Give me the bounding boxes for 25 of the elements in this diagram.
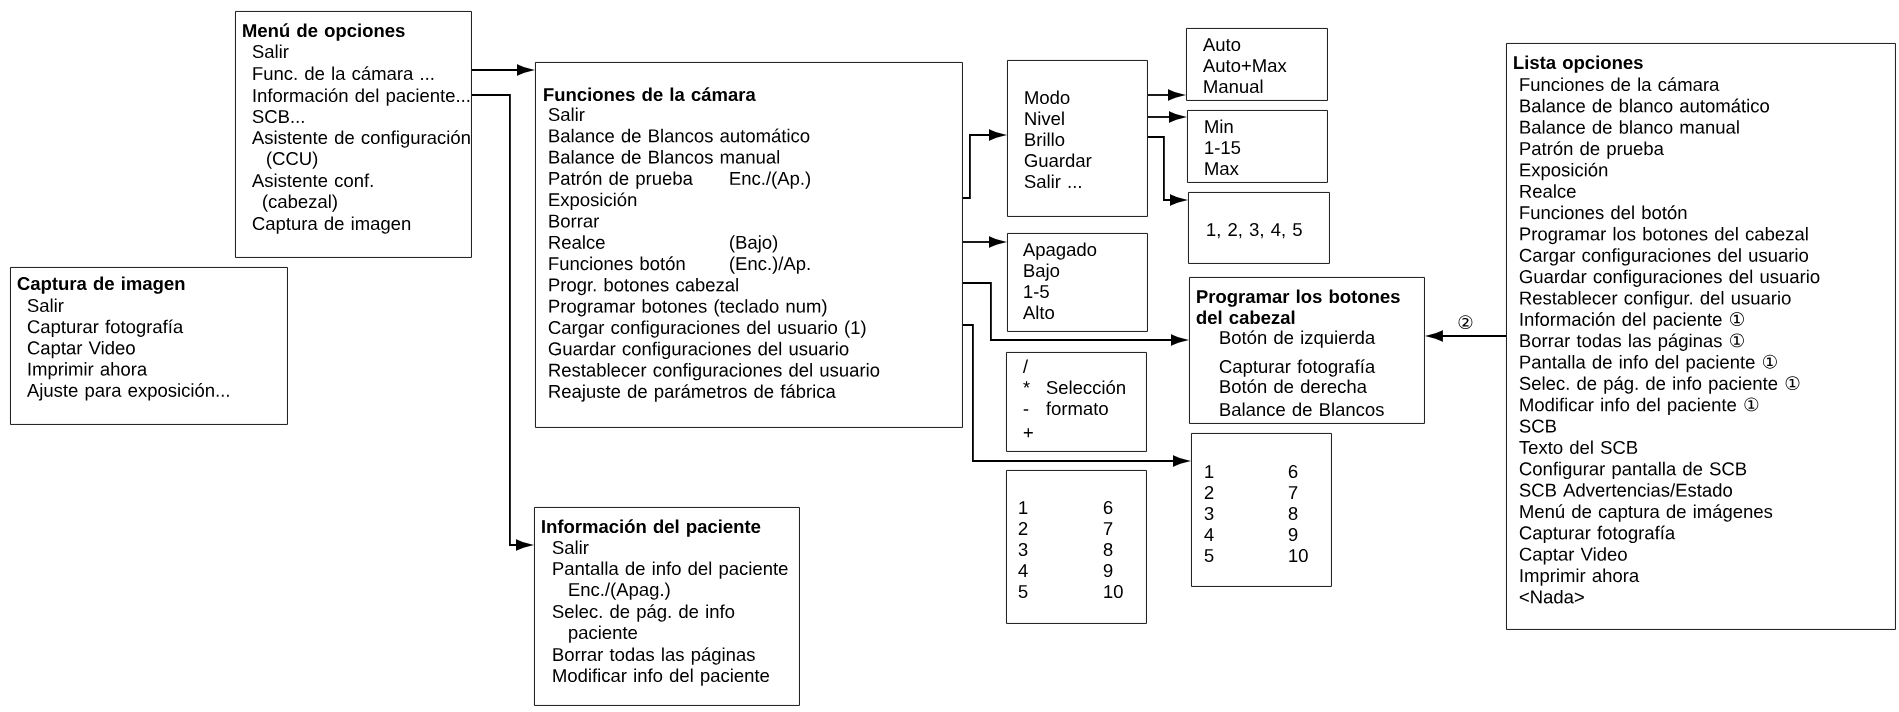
menu-box: Captura de imagen Salir Capturar fotografía Captar Video Imprimir ahora Ajuste para exposición... (10, 267, 288, 425)
arrow (471, 94, 531, 551)
menu-box: 1 6 2 7 3 8 4 9 5 10 (1191, 433, 1332, 587)
arrow (962, 129, 1004, 199)
menu-box: Información del paciente Salir Pantalla de info del paciente Enc./(Apag.) Selec. de pág. de info paciente Borrar todas las páginas Modificar info del paciente (534, 507, 800, 706)
arrow (1147, 136, 1185, 206)
arrow (1428, 330, 1507, 342)
menu-box: Programar los botones del cabezal Botón de izquierda Capturar fotografía Botón de derecha Balance de Blancos (1189, 277, 1425, 424)
menu-box: Funciones de la cámara Salir Balance de Blancos automático Balance de Blancos manual Patrón de prueba Enc./(Ap.) Exposición Borrar Realce (Bajo) Funciones botón (Enc.)/Ap. Progr. botones cabezal Programar botones (teclado num) Cargar configuraciones del usuario (1) Guardar configuraciones del usuario Restablecer configuraciones del usuario Reajuste de parámetros de fábrica (535, 62, 963, 428)
arrow (1147, 111, 1184, 123)
menu-box: 1, 2, 3, 4, 5 (1188, 192, 1330, 264)
menu-box: / * - Selección formato + (1006, 352, 1147, 452)
menu-box: Min 1-15 Max (1187, 110, 1328, 183)
menu-box: Lista opciones Funciones de la cámara Balance de blanco automático Balance de blanco manual Patrón de prueba Exposición Realce Funciones del botón Programar los botones del cabezal Cargar configuraciones del usuario Guardar configuraciones del usuario Restablecer configur. del usuario Información del paciente ① Borrar todas las páginas ① Pantalla de info del paciente ① Selec. de pág. de info paciente ① Modificar info del paciente ① SCB Texto del SCB Configurar pantalla de SCB SCB Advertencias/Estado Menú de captura de imágenes Capturar fotografía Captar Video Imprimir ahora <Nada> (1506, 43, 1896, 630)
menu-box: Modo Nivel Brillo Guardar Salir ... (1007, 60, 1148, 217)
menu-box: Menú de opciones Salir Func. de la cámara ... Información del paciente... SCB... Asistente de configuración (CCU) Asistente conf. (cabezal) Captura de imagen (235, 11, 472, 258)
edge-label: ② (1456, 314, 1475, 331)
arrow (962, 324, 1188, 467)
menu-box: Auto Auto+Max Manual (1186, 28, 1328, 101)
menu-box: 1 6 2 7 3 8 4 9 5 10 (1006, 470, 1147, 624)
menu-box: Apagado Bajo 1-5 Alto (1007, 233, 1148, 332)
arrow (471, 64, 532, 76)
arrow (962, 282, 1186, 346)
arrow (962, 236, 1004, 248)
arrow (1147, 89, 1183, 101)
